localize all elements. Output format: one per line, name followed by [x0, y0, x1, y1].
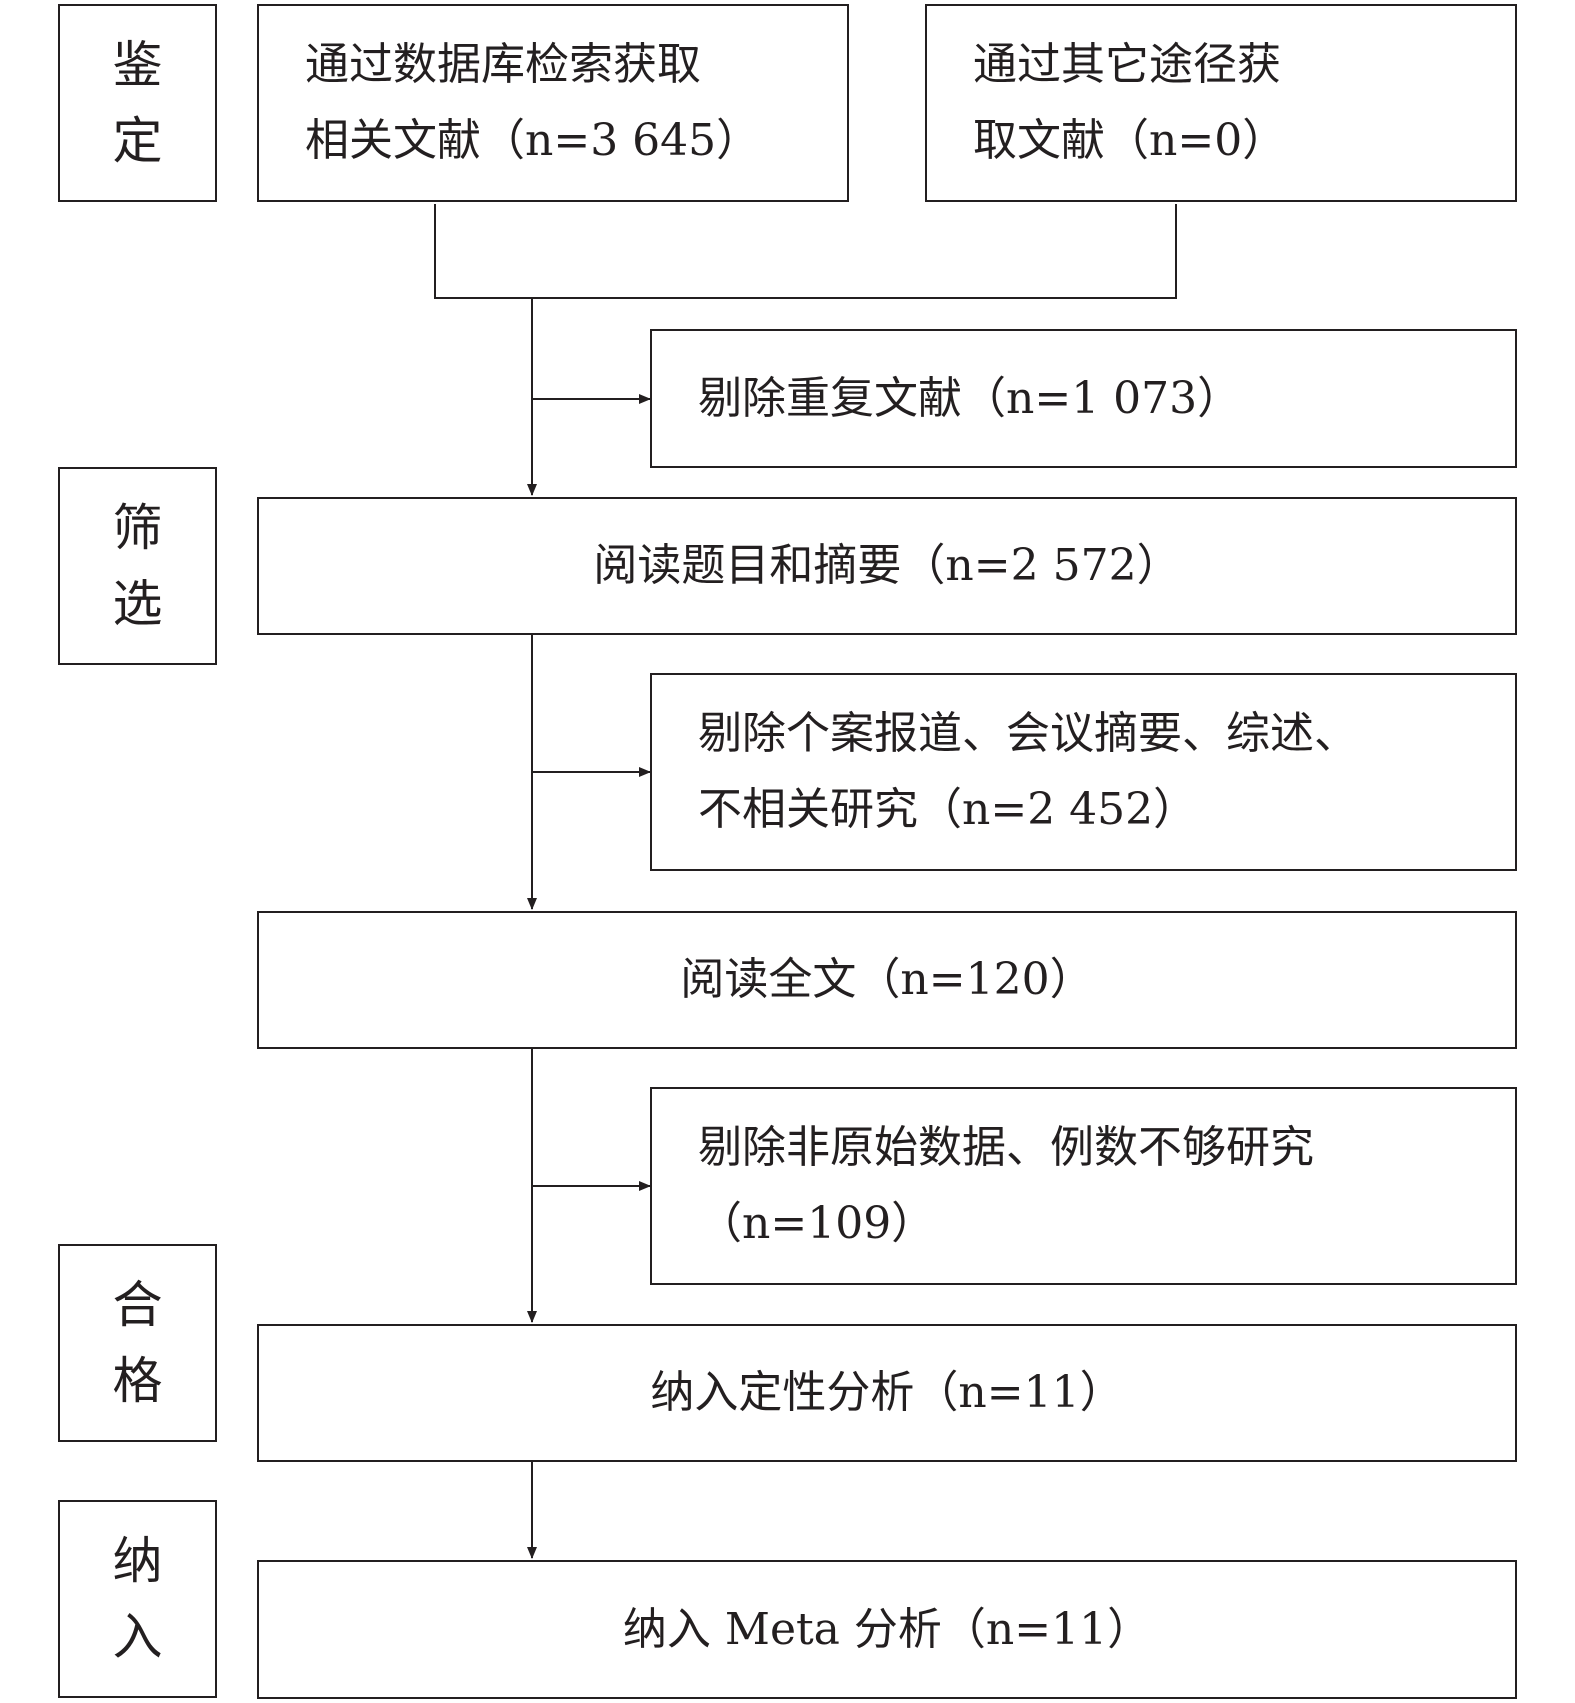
node-text-line: 相关文献（n=3 645） — [305, 115, 761, 166]
node-excluded-nonoriginal: 剔除非原始数据、例数不够研究 （n=109） — [650, 1087, 1517, 1285]
node-text-line: 阅读题目和摘要（n=2 572） — [593, 540, 1181, 591]
stage-char: 筛 — [112, 499, 163, 557]
stage-char: 鉴 — [112, 36, 163, 94]
stage-char: 纳 — [112, 1532, 163, 1590]
node-text-line: 通过数据库检索获取 — [305, 39, 701, 90]
node-text-line: 剔除重复文献（n=1 073） — [698, 372, 1242, 424]
node-text-line: 阅读全文（n=120） — [680, 954, 1094, 1005]
node-full-text: 阅读全文（n=120） — [257, 911, 1517, 1049]
node-text-line: 剔除个案报道、会议摘要、综述、 — [698, 708, 1358, 759]
node-excluded-reports: 剔除个案报道、会议摘要、综述、 不相关研究（n=2 452） — [650, 673, 1517, 871]
node-duplicates-removed: 剔除重复文献（n=1 073） — [650, 329, 1517, 468]
stage-char: 格 — [112, 1352, 163, 1410]
node-meta-analysis: 纳入 Meta 分析（n=11） — [257, 1560, 1517, 1699]
node-other-sources: 通过其它途径获 取文献（n=0） — [925, 4, 1517, 202]
stage-char: 入 — [112, 1608, 163, 1666]
node-text-line: 通过其它途径获 — [973, 39, 1281, 90]
node-text-line: 纳入 Meta 分析（n=11） — [622, 1603, 1152, 1655]
node-text-line: 纳入定性分析（n=11） — [650, 1367, 1124, 1418]
node-title-abstract: 阅读题目和摘要（n=2 572） — [257, 497, 1517, 635]
stage-char: 合 — [112, 1276, 163, 1334]
node-text-line: 不相关研究（n=2 452） — [698, 784, 1198, 835]
node-text-line: （n=109） — [698, 1198, 936, 1249]
stage-char: 定 — [112, 112, 163, 170]
stage-screening: 筛 选 — [58, 467, 217, 665]
stage-char: 选 — [112, 575, 163, 633]
node-text-line: 取文献（n=0） — [973, 115, 1287, 166]
node-database-search: 通过数据库检索获取 相关文献（n=3 645） — [257, 4, 849, 202]
stage-identification: 鉴 定 — [58, 4, 217, 202]
node-text-line: 剔除非原始数据、例数不够研究 — [698, 1122, 1314, 1173]
stage-eligibility: 合 格 — [58, 1244, 217, 1442]
node-qualitative-analysis: 纳入定性分析（n=11） — [257, 1324, 1517, 1462]
stage-included: 纳 入 — [58, 1500, 217, 1698]
merge-connector — [434, 204, 1177, 299]
